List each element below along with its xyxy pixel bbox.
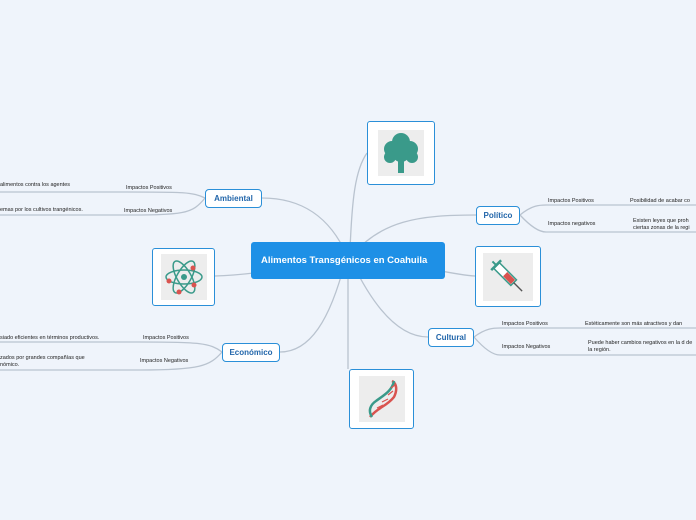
economico-negative-text[interactable]: zados por grandes compañías que nómico. xyxy=(0,355,85,368)
economico-positive-text[interactable]: siado eficientes en términos productivos… xyxy=(0,335,100,341)
link-economico xyxy=(279,261,346,353)
tree-icon xyxy=(384,133,418,173)
cultural-negative-label[interactable]: Impactos Negativos xyxy=(502,344,551,350)
economico-negative-label[interactable]: Impactos Negativos xyxy=(140,358,189,364)
syringe-image-node[interactable] xyxy=(475,246,541,307)
cultural-negative-text[interactable]: Puede haber cambios negativos en la d de… xyxy=(588,340,693,353)
politico-negative-text[interactable]: Existen leyes que proh ciertas zonas de … xyxy=(633,218,690,231)
topic-ambiental[interactable]: Ambiental xyxy=(205,189,262,208)
atom-icon xyxy=(164,260,203,295)
ambiental-positive-label[interactable]: Impactos Positivos xyxy=(126,185,172,191)
politico-positive-text[interactable]: Posibilidad de acabar co xyxy=(630,198,690,204)
politico-negative-label[interactable]: Impactos negativos xyxy=(548,221,596,227)
cultural-positive-text[interactable]: Estéticamente son más atractivos y dan xyxy=(585,321,683,327)
economico-positive-label[interactable]: Impactos Positivos xyxy=(143,335,189,341)
cultural-positive-label[interactable]: Impactos Positivos xyxy=(502,321,548,327)
politico-positive-label[interactable]: Impactos Positivos xyxy=(548,198,594,204)
link-tree xyxy=(349,152,368,251)
ambiental-negative-label[interactable]: Impactos Negativos xyxy=(124,208,173,214)
topic-cultural[interactable]: Cultural xyxy=(428,328,474,347)
syringe-icon xyxy=(490,258,523,292)
topic-economico[interactable]: Económico xyxy=(222,343,280,362)
topic-politico[interactable]: Político xyxy=(476,206,520,225)
ambiental-positive-text[interactable]: alimentos contra los agentes xyxy=(0,182,71,188)
tree-image-node[interactable] xyxy=(367,121,435,185)
dna-image-node[interactable] xyxy=(349,369,414,429)
dna-icon xyxy=(368,379,397,418)
atom-image-node[interactable] xyxy=(152,248,215,306)
central-topic[interactable]: Alimentos Transgénicos en Coahuila xyxy=(251,242,445,279)
ambiental-negative-text[interactable]: emas por los cultivos trangénicos. xyxy=(0,207,83,213)
